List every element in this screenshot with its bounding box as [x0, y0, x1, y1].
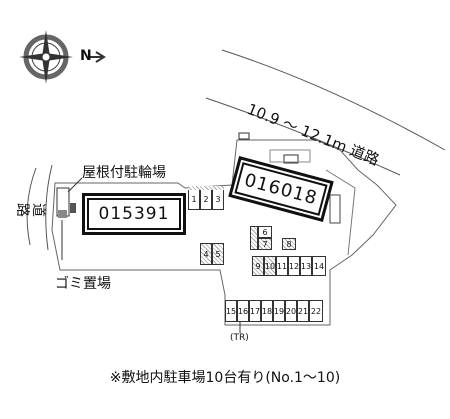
- parking-slot-20[interactable]: 20: [285, 300, 297, 322]
- parking-slot-13[interactable]: 13: [300, 256, 312, 276]
- building-015391-label: 015391: [98, 204, 170, 224]
- parking-slot-14[interactable]: 14: [312, 256, 326, 276]
- building-015391[interactable]: 015391: [82, 193, 186, 235]
- side-parking: [329, 194, 341, 224]
- driveway-line: [325, 169, 356, 256]
- parking-slot-11[interactable]: 11: [276, 256, 288, 276]
- bike-shelter-leader: [67, 177, 83, 193]
- parking-slot-16[interactable]: 16: [237, 300, 249, 322]
- parking-slot-19[interactable]: 19: [273, 300, 285, 322]
- parking-slot-12[interactable]: 12: [288, 256, 300, 276]
- compass-north-label: N: [80, 48, 92, 64]
- road-top-edge-inner: [205, 97, 401, 176]
- parking-slot-2[interactable]: 2: [200, 188, 212, 210]
- parking-slot-3[interactable]: 3: [212, 188, 224, 210]
- parking-slot-hatched-a: [188, 186, 224, 190]
- parking-slot-7[interactable]: 7: [258, 238, 272, 250]
- parking-slot-1[interactable]: 1: [188, 188, 200, 210]
- parking-note: ※敷地内駐車場10台有り(No.1～10): [109, 370, 341, 386]
- road-left-edge: [26, 167, 37, 246]
- parking-slot-21[interactable]: 21: [297, 300, 309, 322]
- parking-slot-6[interactable]: 6: [258, 226, 272, 238]
- parking-slot-hatched-b: [250, 226, 258, 250]
- road-top-edge: [221, 49, 446, 151]
- parking-slot-15[interactable]: 15: [225, 300, 237, 322]
- garbage-mark: [58, 210, 67, 218]
- building-entrance: [70, 203, 76, 213]
- bike-shelter-label: 屋根付駐輪場: [82, 165, 166, 181]
- meter-box: [238, 132, 250, 140]
- tr-label: (TR): [230, 333, 249, 343]
- compass-icon: [19, 30, 106, 84]
- parking-slot-18[interactable]: 18: [261, 300, 273, 322]
- parking-slot-9[interactable]: 9: [252, 256, 264, 276]
- road-left-label: 道路: [14, 203, 46, 217]
- parking-slot-8[interactable]: 8: [282, 238, 296, 250]
- parking-slot-10[interactable]: 10: [264, 256, 276, 276]
- parking-slot-5[interactable]: 5: [212, 243, 224, 265]
- parking-slot-22[interactable]: 22: [309, 300, 323, 322]
- building-service-area: [269, 149, 311, 163]
- ac-unit: [283, 154, 299, 164]
- road-left-edge-inner: [45, 164, 53, 251]
- garbage-label: ゴミ置場: [55, 276, 111, 292]
- building-016018-label: 016018: [242, 169, 320, 209]
- parking-slot-4[interactable]: 4: [200, 243, 212, 265]
- parking-slot-17[interactable]: 17: [249, 300, 261, 322]
